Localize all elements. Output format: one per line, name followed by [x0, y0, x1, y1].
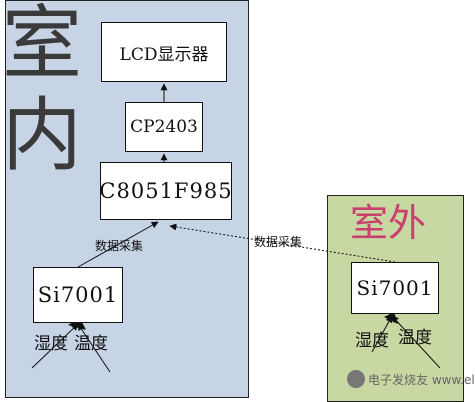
outdoor-acquisition-label: 数据采集	[254, 235, 303, 249]
outdoor-title: 室外	[350, 201, 427, 245]
arrow-indoor-sensor-to-mcu	[77, 221, 159, 268]
indoor-sensor-box: Si7001	[33, 267, 123, 323]
arrow-indoor-temperature-to-sensor	[77, 323, 111, 373]
arrow-outdoor-temperature-to-sensor	[391, 315, 441, 369]
arrow-outdoor-humidity-to-sensor	[371, 315, 393, 353]
outdoor-humidity-label: 湿度	[355, 331, 389, 351]
watermark-logo-icon	[347, 370, 365, 388]
arrow-indoor-humidity-to-sensor	[31, 323, 79, 369]
watermark-text: 电子发烧友 www.elecfans.com	[368, 373, 475, 387]
outdoor-sensor-box: Si7001	[351, 262, 439, 314]
outdoor-temperature-label: 温度	[398, 328, 432, 348]
lcd-display-box: LCD显示器	[101, 22, 227, 82]
arrow-outdoor-sensor-to-mcu	[169, 223, 396, 263]
indoor-acquisition-label: 数据采集	[95, 239, 144, 253]
indoor-title-char-1: 室	[2, 0, 82, 90]
indoor-title-char-2: 内	[2, 89, 82, 182]
mcu-box: C8051F985	[99, 162, 232, 220]
cp2403-box: CP2403	[125, 102, 203, 152]
outdoor-sensor-arrow-tip	[384, 312, 398, 324]
indoor-humidity-label: 湿度	[34, 334, 68, 354]
indoor-temperature-label: 温度	[74, 334, 108, 354]
